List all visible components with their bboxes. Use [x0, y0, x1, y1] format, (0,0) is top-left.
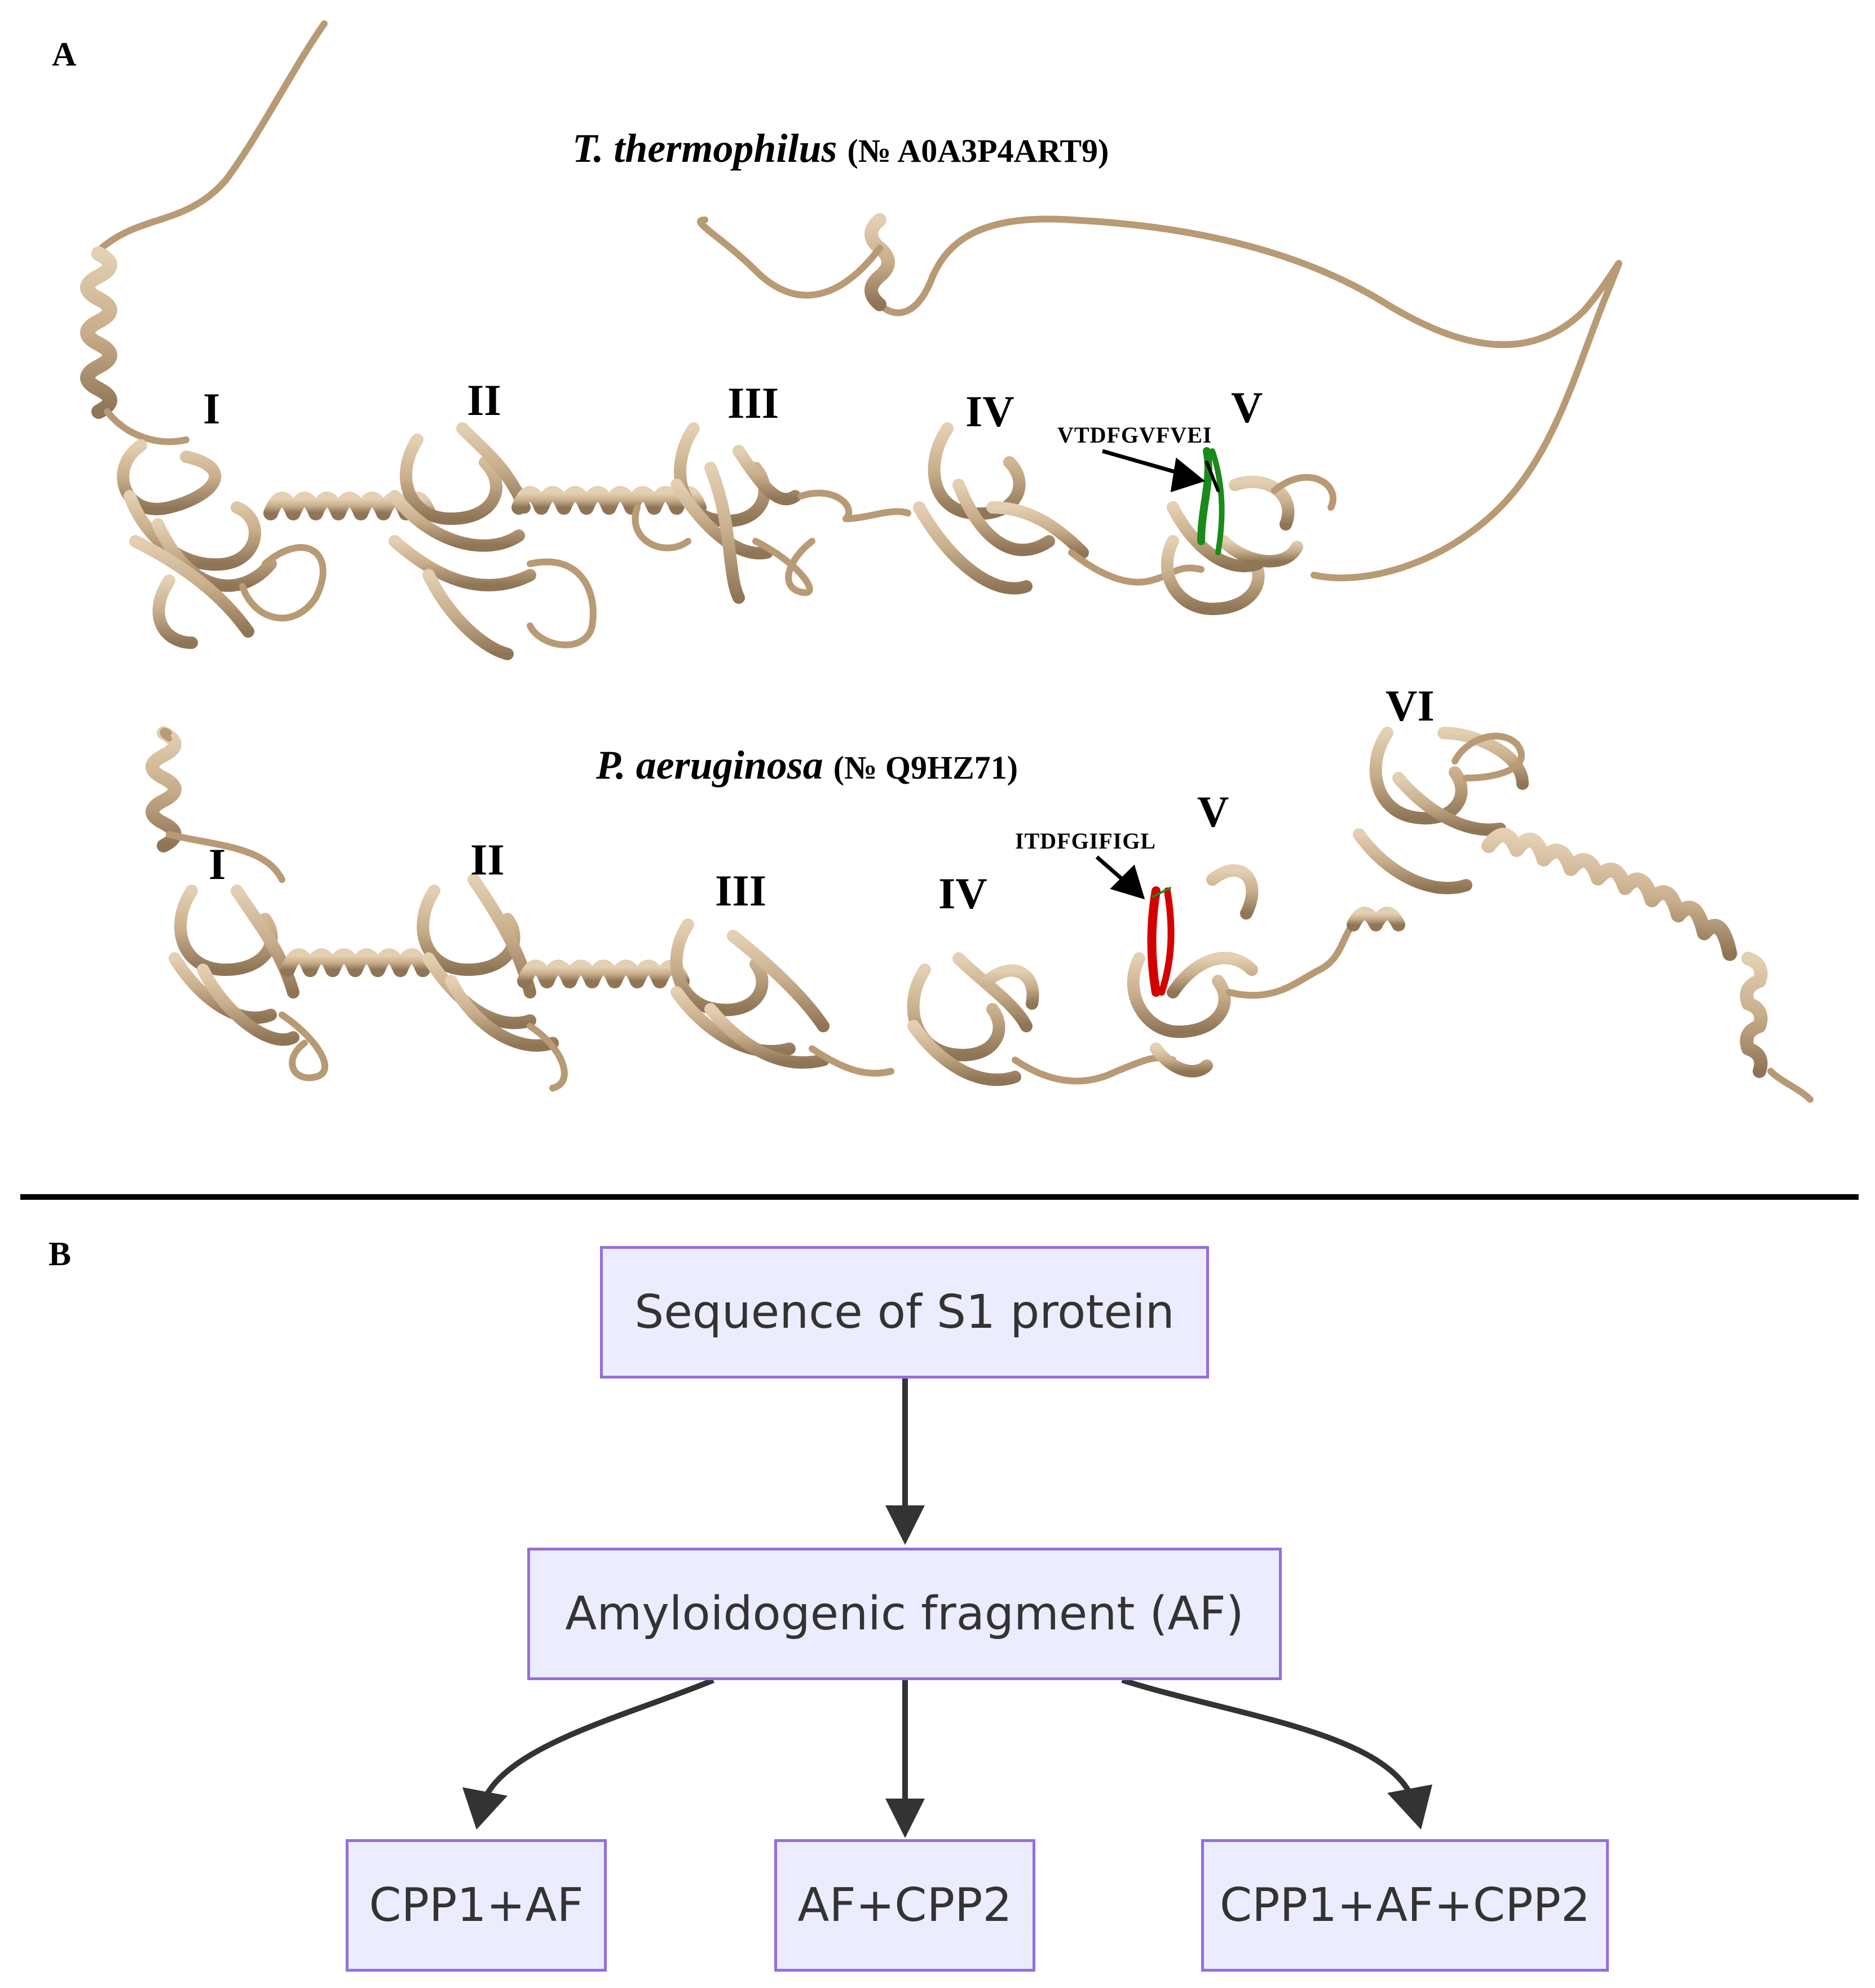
- structure-1-highlight-sequence: VTDFGVFVEI: [1057, 422, 1212, 448]
- structure-2-domain-label: VI: [1386, 681, 1435, 730]
- arrowhead-leaf-3: [1387, 1784, 1432, 1830]
- structure-2-domain-label: II: [470, 835, 505, 884]
- panel-b-label: B: [48, 1235, 72, 1273]
- protein-structures-illustration: [80, 20, 1814, 1103]
- sequence-arrow-1: [1102, 449, 1206, 493]
- structure-2-domain-label: III: [715, 866, 767, 915]
- structure-1-title: T. thermophilus (№ A0A3P4ART9): [572, 125, 1109, 172]
- structure-2-highlight-sequence: ITDFGIFIGL: [1015, 828, 1157, 854]
- structure-1-organism: T. thermophilus: [572, 126, 837, 171]
- structure-1-ribbon: [80, 20, 1622, 660]
- structure-2-domain-label: IV: [938, 869, 987, 918]
- structure-2-title: P. aeruginosa (№ Q9HZ71): [596, 742, 1018, 789]
- panel-divider: [20, 1194, 1859, 1200]
- node-cpp1-af: CPP1+AF: [346, 1839, 607, 1972]
- edge-middle-leaf-1: [485, 1677, 714, 1795]
- structure-2-ribbon: [145, 726, 1814, 1103]
- structure-2-domain-label: V: [1197, 787, 1229, 836]
- arrowhead-root-middle: [885, 1505, 925, 1545]
- structure-2-domain-label: I: [209, 840, 226, 889]
- node-af-cpp2: AF+CPP2: [774, 1839, 1035, 1972]
- arrowhead-leaf-2: [885, 1799, 925, 1838]
- node-amyloidogenic-fragment: Amyloidogenic fragment (AF): [527, 1548, 1282, 1680]
- structure-1-domain-label: I: [203, 384, 220, 433]
- structure-1-domain-label: IV: [965, 387, 1014, 436]
- node-sequence-s1: Sequence of S1 protein: [600, 1246, 1209, 1379]
- edge-middle-leaf-3: [1121, 1677, 1413, 1795]
- node-cpp1-af-cpp2: CPP1+AF+CPP2: [1201, 1839, 1609, 1972]
- structure-1-accession: (№ A0A3P4ART9): [847, 132, 1109, 169]
- arrowhead-leaf-1: [462, 1787, 508, 1830]
- sequence-arrow-2: [1095, 855, 1145, 900]
- structure-1-domain-label: V: [1231, 383, 1263, 432]
- structure-1-domain-label: II: [467, 375, 501, 425]
- panel-a-label: A: [52, 36, 77, 73]
- structure-1-domain-label: III: [727, 378, 779, 427]
- structure-2-accession: (№ Q9HZ71): [833, 749, 1018, 786]
- structure-2-organism: P. aeruginosa: [596, 743, 823, 788]
